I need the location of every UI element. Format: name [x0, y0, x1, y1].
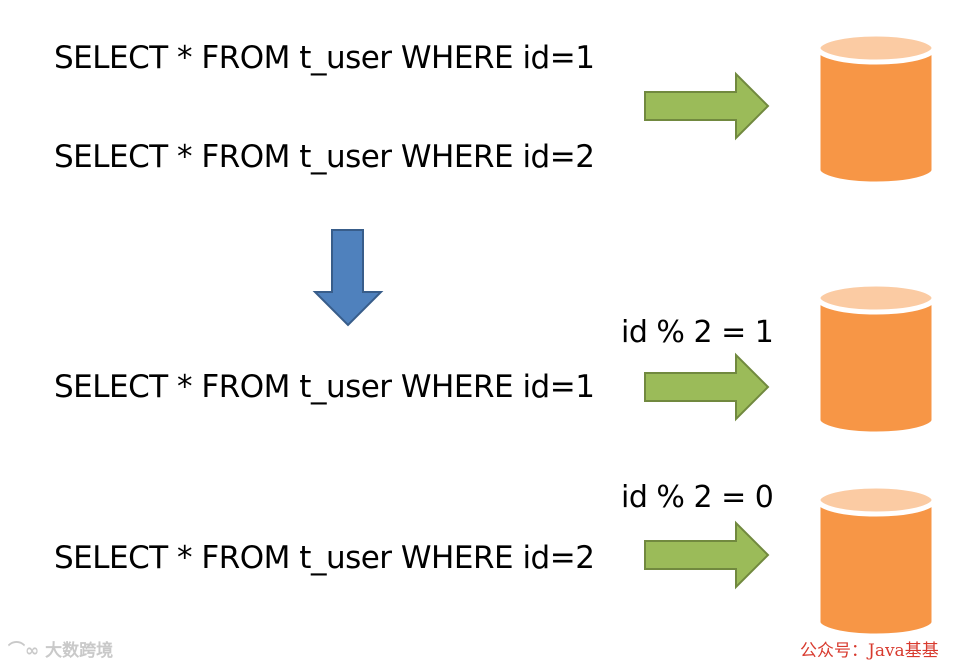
- bottom-query-1: SELECT * FROM t_user WHERE id=1: [54, 369, 595, 405]
- shard-condition-1: id % 2 = 1: [621, 315, 774, 350]
- database-cylinder-icon: [815, 31, 937, 187]
- watermark-left: ⌒∞ 大数跨境: [8, 636, 113, 661]
- database-cylinder-icon: [815, 483, 937, 639]
- watermark-logo-icon: ⌒∞: [8, 641, 46, 661]
- bottom-query-2: SELECT * FROM t_user WHERE id=2: [54, 540, 595, 576]
- top-query-2: SELECT * FROM t_user WHERE id=2: [54, 139, 595, 175]
- green-arrow-right-icon: [644, 71, 770, 141]
- shard-condition-2: id % 2 = 0: [621, 480, 774, 515]
- green-arrow-right-icon: [644, 520, 770, 590]
- database-cylinder-icon: [815, 281, 937, 437]
- watermark-right: 公众号：Java基基: [800, 641, 939, 661]
- top-query-1: SELECT * FROM t_user WHERE id=1: [54, 40, 595, 76]
- watermark-left-text: 大数跨境: [45, 641, 114, 661]
- green-arrow-right-icon: [644, 352, 770, 422]
- blue-arrow-down-icon: [312, 229, 384, 327]
